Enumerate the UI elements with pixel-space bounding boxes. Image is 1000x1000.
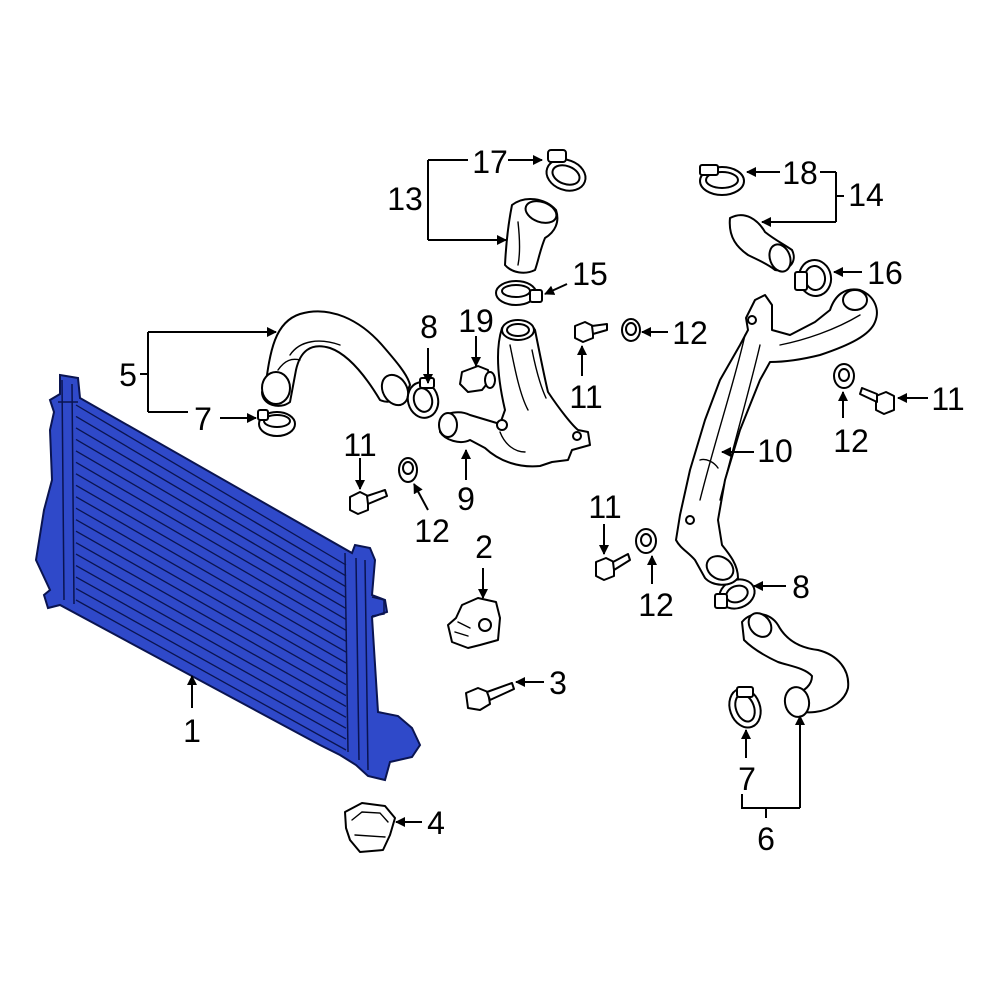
bolt-11b[interactable] — [574, 321, 608, 343]
hose-14[interactable] — [728, 214, 795, 274]
hose-clamp-18[interactable] — [699, 164, 745, 196]
leader-lines — [140, 155, 928, 827]
callout-12d: 12 — [833, 423, 869, 459]
callout-8b: 8 — [792, 569, 810, 605]
callout-6: 6 — [757, 821, 775, 857]
intercooler-assembly[interactable] — [34, 373, 422, 782]
callout-15: 15 — [572, 256, 608, 292]
callout-7b: 7 — [738, 761, 756, 797]
bolt-3[interactable] — [465, 682, 515, 711]
intercooler-fin-line — [75, 519, 347, 675]
callout-2: 2 — [475, 529, 493, 565]
intercooler-fin-line — [75, 438, 347, 599]
callout-5: 5 — [119, 357, 137, 393]
intercooler-fin-line — [75, 496, 347, 653]
intercooler-fin-line — [75, 415, 347, 577]
hose-6[interactable] — [741, 609, 850, 719]
callout-4: 4 — [427, 805, 445, 841]
callout-9: 9 — [457, 481, 475, 517]
callout-14: 14 — [848, 177, 884, 213]
callout-8a: 8 — [420, 309, 438, 345]
callout-12c: 12 — [638, 587, 674, 623]
intercooler-fin-line — [75, 450, 347, 610]
callout-labels: 1 2 3 4 5 6 7 7 8 8 9 10 11 11 11 11 12 … — [119, 144, 965, 857]
intercooler-fin-line — [75, 530, 347, 686]
grommet-12c[interactable] — [635, 528, 657, 554]
intercooler-fin-line — [75, 427, 347, 588]
callout-11c: 11 — [588, 489, 621, 525]
hose-clamp-17[interactable] — [542, 149, 590, 196]
bracket-2[interactable] — [447, 597, 501, 649]
intercooler-fin-line — [75, 473, 347, 631]
intercooler-fin-line — [75, 587, 347, 740]
charge-hose-5[interactable] — [261, 310, 413, 409]
intercooler-fins — [75, 404, 347, 751]
callout-13: 13 — [387, 181, 423, 217]
intercooler-fin-line — [75, 599, 347, 751]
intercooler-outlet-pipe — [371, 596, 385, 617]
callout-7a: 7 — [194, 401, 212, 437]
bolt-11c[interactable] — [595, 553, 631, 581]
intake-pipe-9[interactable] — [438, 319, 591, 468]
intercooler-fin-line — [75, 553, 347, 708]
hose-clamp-8b[interactable] — [714, 575, 759, 614]
charge-pipe-10[interactable] — [675, 288, 878, 586]
callout-11a: 11 — [343, 427, 376, 463]
callout-12a: 12 — [414, 513, 450, 549]
hose-clamp-7b[interactable] — [724, 684, 766, 732]
intercooler-fin-line — [75, 404, 347, 566]
callout-19: 19 — [458, 303, 494, 339]
grommet-12d[interactable] — [833, 363, 855, 389]
intercooler-fin-line — [75, 461, 347, 620]
mount-bushing[interactable] — [344, 802, 396, 853]
intercooler-fin-line — [75, 484, 347, 642]
intercooler-fin-line — [75, 576, 347, 729]
sensor-19[interactable] — [459, 365, 496, 393]
callout-18: 18 — [782, 155, 818, 191]
intercooler-right-tank — [344, 552, 369, 771]
callout-17: 17 — [472, 144, 508, 180]
callout-10: 10 — [757, 433, 793, 469]
bolt-11d[interactable] — [859, 387, 895, 415]
hose-13[interactable] — [504, 197, 559, 274]
bolt-11a[interactable] — [349, 489, 388, 515]
callout-3: 3 — [549, 665, 567, 701]
intercooler-left-tank — [58, 379, 78, 605]
intercooler-fin-line — [75, 565, 347, 718]
hose-clamp-15[interactable] — [495, 280, 543, 306]
hose-clamp-7a[interactable] — [257, 409, 296, 437]
intercooler-body — [34, 373, 422, 782]
hose-clamp-16[interactable] — [794, 257, 834, 298]
callout-11b: 11 — [569, 379, 602, 415]
intercooler-fin-line — [75, 542, 347, 697]
callout-11d: 11 — [931, 381, 964, 417]
callout-16: 16 — [867, 255, 903, 291]
callout-1: 1 — [183, 713, 201, 749]
grommet-12b[interactable] — [621, 318, 641, 342]
intercooler-fin-line — [75, 507, 347, 664]
callout-12b: 12 — [672, 315, 708, 351]
grommet-12a[interactable] — [398, 457, 418, 483]
